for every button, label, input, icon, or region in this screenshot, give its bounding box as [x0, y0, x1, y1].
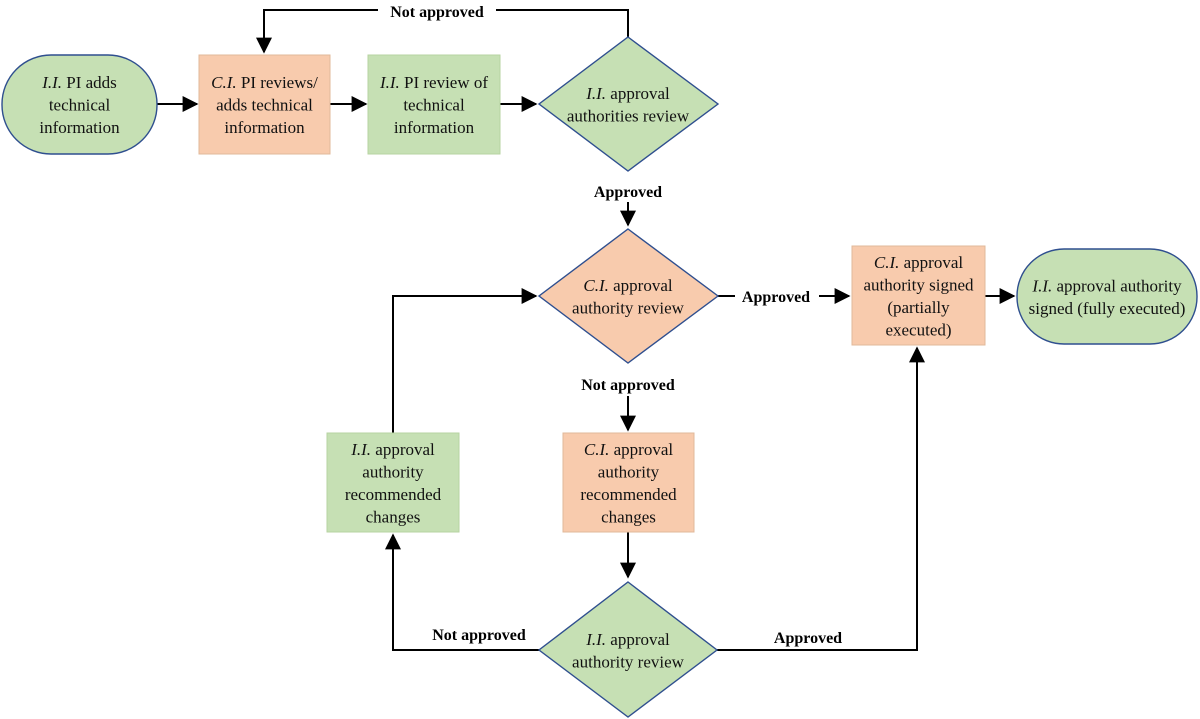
node-line: authority: [362, 462, 424, 481]
label-not-approved-loop: Not approved: [390, 4, 484, 21]
label-bg: [378, 2, 496, 20]
edge-d3-to-n4: [717, 346, 925, 651]
node-line: changes: [601, 507, 656, 526]
node-line: I.I. PI adds: [41, 73, 117, 92]
end-node-text: I.I. approval authority signed (fully exe…: [1029, 276, 1186, 318]
node-line: C.I. approval: [874, 253, 964, 272]
ii-recommended-changes-text: I.I. approval authority recommended changes: [345, 440, 442, 527]
node-line: C.I. approval: [583, 276, 673, 295]
node-line: authority signed: [863, 275, 974, 294]
node-line: technical: [403, 96, 465, 115]
node-line: authority review: [572, 298, 685, 317]
label-approved-d3: Approved: [774, 630, 842, 647]
node-line: signed (fully executed): [1029, 299, 1186, 318]
node-line: information: [224, 118, 305, 137]
node-line: (partially: [887, 298, 950, 317]
label-not-approved-d3: Not approved: [432, 627, 526, 644]
ii-recommended-changes-box: [326, 432, 460, 533]
ci-authority-signed-box: [851, 245, 986, 346]
node-line: I.I. approval: [585, 630, 670, 649]
ci-authority-review-diamond: [537, 228, 720, 364]
ci-authority-signed-text: C.I. approval authority signed (partially e…: [863, 253, 974, 340]
start-node-text: I.I. PI adds technical information: [39, 73, 120, 137]
node-line: C.I. approval: [584, 440, 674, 459]
node-line: authorities review: [567, 106, 690, 125]
ci-pi-review-box: [198, 54, 331, 155]
ii-authority-review-text: I.I. approval authority review: [572, 630, 685, 672]
node-line: I.I. approval: [350, 440, 435, 459]
ii-authorities-review-diamond: [537, 36, 720, 172]
edge-n6-to-d2: [392, 288, 538, 433]
node-line: recommended: [345, 485, 442, 504]
start-node-pi-adds-info: [1, 54, 158, 155]
node-line: technical: [49, 96, 111, 115]
ii-authorities-review-text: I.I. approval authorities review: [567, 84, 690, 126]
node-line: I.I. PI review of: [379, 73, 488, 92]
node-line: recommended: [580, 485, 677, 504]
node-line: authority: [598, 462, 660, 481]
node-line: information: [394, 118, 475, 137]
ci-pi-review-text: C.I. PI reviews/adds technical informatio…: [211, 73, 318, 137]
label-approved-d2: Approved: [742, 289, 810, 306]
node-line: changes: [366, 507, 421, 526]
ii-authority-review-diamond: [537, 581, 719, 718]
node-line: adds technical: [216, 96, 313, 115]
label-approved-d1: Approved: [594, 184, 662, 201]
ci-authority-review-text: C.I. approval authority review: [572, 276, 685, 318]
ci-recommended-changes-box: [562, 432, 695, 533]
node-line: information: [39, 118, 120, 137]
node-line: authority review: [572, 652, 685, 671]
edge-d3-to-n6: [385, 533, 539, 651]
label-not-approved-d2: Not approved: [581, 377, 675, 394]
node-line: C.I. PI reviews/: [211, 73, 318, 92]
ii-pi-review-text: I.I. PI review of technical information: [379, 73, 488, 137]
node-line: executed): [885, 320, 951, 339]
ii-pi-review-box: [367, 54, 501, 155]
ci-recommended-changes-text: C.I. approval authority recommended changes: [580, 440, 677, 527]
end-node-fully-executed: [1016, 248, 1198, 345]
node-line: I.I. approval: [585, 84, 670, 103]
node-line: I.I. approval authority: [1031, 276, 1182, 295]
